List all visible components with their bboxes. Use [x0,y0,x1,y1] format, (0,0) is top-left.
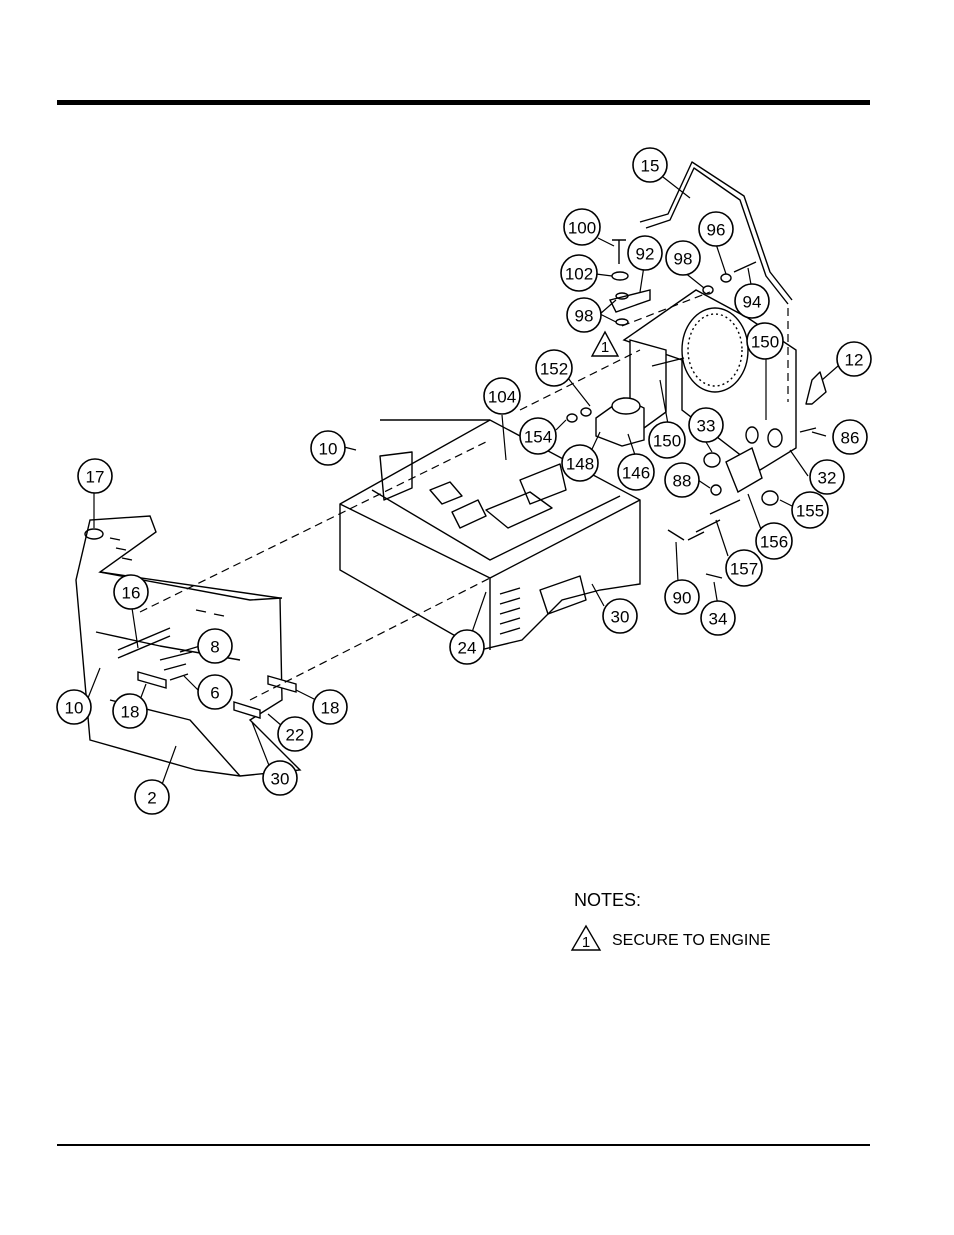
callout-label: 98 [674,250,693,269]
callout-150: 150 [649,422,685,458]
callout-label: 155 [796,502,824,521]
note-1-number: 1 [582,934,590,951]
callout-94: 94 [735,284,769,318]
callout-88: 88 [665,463,699,497]
callout-label: 86 [841,429,860,448]
callout-96: 96 [699,212,733,246]
callout-154: 154 [520,418,556,454]
note-1-text: SECURE TO ENGINE [612,932,771,950]
callout-label: 96 [707,221,726,240]
callout-24: 24 [450,630,484,664]
callout-label: 18 [121,703,140,722]
callout-label: 34 [709,610,728,629]
note-marker-label: 1 [601,339,609,356]
callout-86: 86 [833,420,867,454]
callout-10: 10 [311,431,345,465]
callout-10: 10 [57,690,91,724]
callout-34: 34 [701,601,735,635]
callout-22: 22 [278,717,312,751]
callout-98: 98 [666,241,700,275]
notes-title: NOTES: [574,890,641,911]
note-1-marker-diagram: 1 [592,332,618,356]
callout-label: 18 [321,699,340,718]
callout-label: 102 [565,265,593,284]
callout-label: 15 [641,157,660,176]
header-rule [57,100,870,105]
callout-label: 30 [271,770,290,789]
callout-6: 6 [198,675,232,709]
callout-18: 18 [313,690,347,724]
callout-label: 154 [524,428,552,447]
callout-18: 18 [113,694,147,728]
callout-label: 32 [818,469,837,488]
callout-label: 148 [566,455,594,474]
callout-label: 8 [210,638,219,657]
callout-157: 157 [726,550,762,586]
callout-label: 88 [673,472,692,491]
callout-92: 92 [628,236,662,270]
part-146-solenoid [596,398,644,446]
callout-label: 33 [697,417,716,436]
callout-16: 16 [114,575,148,609]
note-1-marker: 1 [570,924,602,952]
callout-104: 104 [484,378,520,414]
callout-label: 146 [622,464,650,483]
callout-label: 94 [743,293,762,312]
callout-label: 98 [575,307,594,326]
callout-label: 156 [760,533,788,552]
callout-152: 152 [536,350,572,386]
callout-17: 17 [78,459,112,493]
callout-15: 15 [633,148,667,182]
callout-label: 104 [488,388,516,407]
callout-label: 10 [319,440,338,459]
callout-label: 10 [65,699,84,718]
part-2-hood [76,516,300,776]
callout-label: 100 [568,219,596,238]
footer-rule [57,1144,870,1146]
callout-102: 102 [561,255,597,291]
callout-30: 30 [263,761,297,795]
callout-label: 6 [210,684,219,703]
callout-98: 98 [567,298,601,332]
callout-label: 150 [751,333,779,352]
callout-label: 22 [286,726,305,745]
callout-label: 90 [673,589,692,608]
callout-8: 8 [198,629,232,663]
callout-label: 2 [147,789,156,808]
callout-label: 12 [845,351,864,370]
callout-148: 148 [562,445,598,481]
callout-label: 16 [122,584,141,603]
callout-label: 150 [653,432,681,451]
callout-146: 146 [618,454,654,490]
callout-155: 155 [792,492,828,528]
callout-100: 100 [564,209,600,245]
callout-30: 30 [603,599,637,633]
callout-label: 92 [636,245,655,264]
callout-32: 32 [810,460,844,494]
callout-label: 152 [540,360,568,379]
callout-12: 12 [837,342,871,376]
callout-2: 2 [135,780,169,814]
callout-label: 24 [458,639,477,658]
callout-33: 33 [689,408,723,442]
callout-label: 17 [86,468,105,487]
callout-label: 30 [611,608,630,627]
callout-90: 90 [665,580,699,614]
callout-label: 157 [730,560,758,579]
callout-150: 150 [747,323,783,359]
callout-156: 156 [756,523,792,559]
